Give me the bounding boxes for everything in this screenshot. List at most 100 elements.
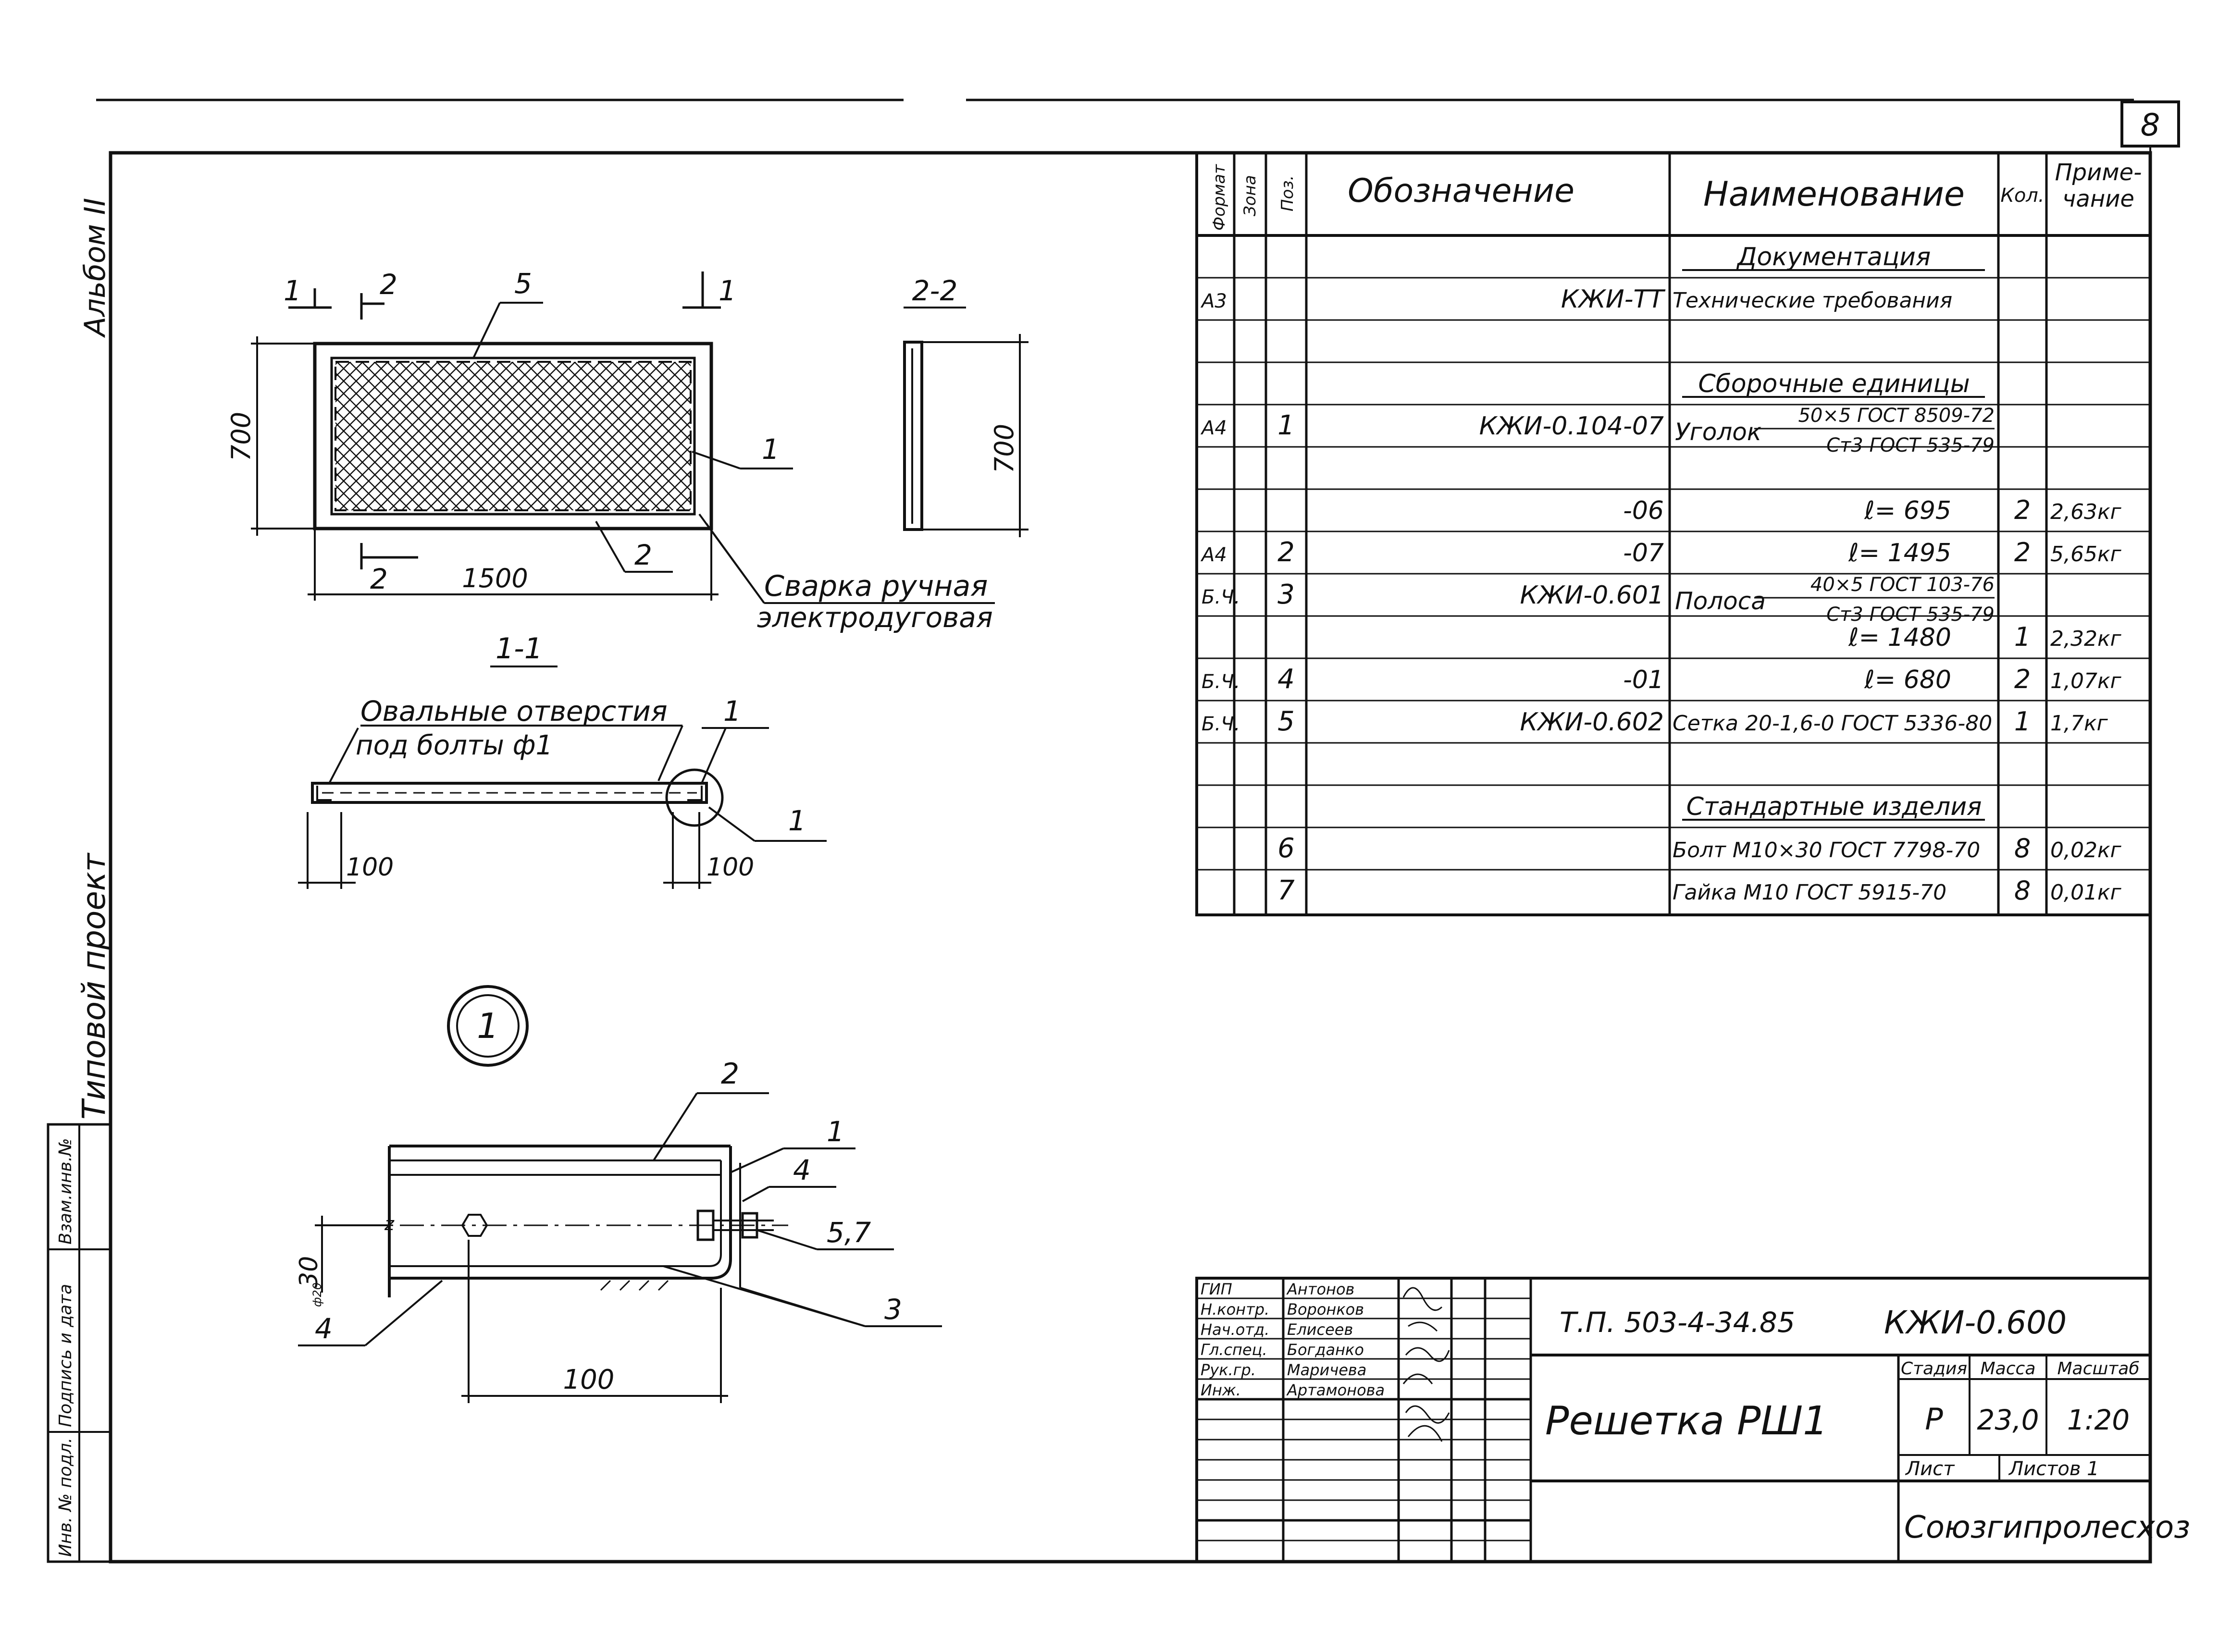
tb-role: Н.контр. — [1201, 1300, 1269, 1319]
tb-person: Богданко — [1287, 1341, 1364, 1359]
node-pos-57: 5,7 — [827, 1216, 871, 1249]
spec-row: Документация — [1682, 243, 1985, 271]
dim-width: 1500 — [462, 563, 528, 593]
spec-qty: 1 — [2014, 706, 2031, 737]
node-1-circle-outer — [447, 985, 529, 1067]
spec-name: Технические требования — [1673, 288, 1952, 313]
spec-designation: КЖИ-0.601 — [1520, 581, 1664, 610]
spec-note: 2,63кг — [2050, 500, 2122, 524]
section-1-1: 1-1 Овальные отверстия под болты ф1 1 1 … — [298, 632, 827, 889]
spec-pos: 2 — [1277, 537, 1295, 568]
spec-note: 0,01кг — [2050, 880, 2122, 905]
spec-name: ℓ= 695 — [1864, 496, 1951, 525]
node-pos-2: 2 — [721, 1057, 739, 1091]
section-1-left-label: 1 — [284, 274, 301, 307]
header-designation: Обозначение — [1348, 172, 1574, 210]
spec-designation: -06 — [1623, 496, 1664, 525]
tb-person: Елисеев — [1287, 1320, 1353, 1339]
header-note-2: чание — [2062, 185, 2134, 212]
node-leg-inner — [389, 1160, 722, 1267]
spec-name: Полоса — [1675, 587, 1766, 615]
spec-format: А4 — [1200, 544, 1227, 566]
spec-section-title: Стандартные изделия — [1686, 792, 1982, 821]
node-dim-30: 30 — [295, 1256, 323, 1288]
album-label: Альбом II — [78, 198, 112, 338]
nut — [741, 1212, 758, 1239]
section-11-end-right — [687, 786, 703, 801]
node-leg — [389, 1146, 732, 1280]
section-11-profile — [311, 782, 708, 804]
node-1-label: 1 — [477, 1006, 499, 1046]
weld-note-1: Сварка ручная — [764, 569, 988, 603]
section-11-pos: 1 — [723, 695, 741, 727]
tb-role: Гл.спец. — [1201, 1341, 1267, 1359]
tb-doc-code: КЖИ-0.600 — [1884, 1304, 2067, 1341]
tb-project-code: Т.П. 503-4-34.85 — [1560, 1306, 1795, 1339]
sign-date-label: Подпись и дата — [56, 1284, 75, 1427]
node-1-detail: 1 30 z ф20 100 2 — [295, 985, 942, 1403]
spec-note: 1,7кг — [2050, 711, 2108, 736]
spec-format: Б.Ч. — [1202, 671, 1240, 693]
section-11-dim-right: 100 — [706, 853, 754, 882]
section-11-note-1: Овальные отверстия — [360, 695, 668, 727]
tb-person: Антонов — [1286, 1280, 1354, 1298]
weld-hatch — [600, 1280, 669, 1291]
spec-pos: 6 — [1277, 833, 1295, 864]
node-hole — [461, 1214, 488, 1237]
spec-row: Стандартные изделия — [1682, 792, 1985, 821]
node-callout-circle — [665, 768, 724, 827]
tb-role: Нач.отд. — [1201, 1320, 1269, 1339]
frame-inner — [330, 357, 696, 516]
spec-row: -06 ℓ= 695 2 2,63кг — [1623, 495, 2121, 525]
leader-2 — [595, 521, 626, 572]
tb-person: Маричева — [1287, 1361, 1366, 1379]
pos-2-label: 2 — [634, 539, 652, 571]
spec-note: 2,32кг — [2050, 627, 2122, 651]
node-pos-1: 1 — [827, 1115, 844, 1148]
node-mark-z: z — [384, 1213, 395, 1234]
spec-section-title: Документация — [1736, 243, 1931, 271]
spec-note: 1,07кг — [2050, 669, 2122, 693]
spec-name: ℓ= 1495 — [1848, 539, 1951, 567]
spec-qty: 8 — [2014, 833, 2031, 863]
node-pos-4a: 4 — [793, 1154, 811, 1186]
tb-mass-label: Масса — [1981, 1359, 2036, 1379]
pos1-leader — [701, 727, 727, 784]
spec-qty: 2 — [2014, 495, 2031, 525]
section-11-title: 1-1 — [496, 632, 543, 666]
tb-scale: 1:20 — [2067, 1404, 2130, 1436]
header-note-1: Приме- — [2055, 159, 2142, 186]
spec-format: А4 — [1200, 417, 1227, 439]
weld-leader-2 — [698, 513, 765, 604]
tb-person: Воронков — [1287, 1300, 1364, 1319]
spec-qty: 2 — [2014, 537, 2031, 567]
spec-pos: 7 — [1277, 875, 1295, 906]
section-2-2: 2-2 700 — [903, 274, 1029, 537]
node-leader-57 — [756, 1229, 818, 1250]
spec-border — [1195, 151, 2152, 916]
spec-qty: 1 — [2014, 622, 2031, 652]
spec-pos: 3 — [1277, 579, 1295, 610]
spec-designation: КЖИ-0.602 — [1520, 708, 1664, 737]
spec-row-lines — [1197, 277, 2150, 871]
spec-format: Б.Ч. — [1202, 586, 1240, 608]
tb-scale-label: Масштаб — [2057, 1359, 2139, 1379]
tb-organization: Союзгипролесхоз — [1904, 1510, 2190, 1545]
mesh-area — [335, 361, 692, 511]
specification-table: Формат Зона Поз. Обозначение Наименовани… — [1195, 151, 2152, 916]
node-leader-4b — [364, 1280, 443, 1346]
inv-podl-label: Инв. № подл. — [56, 1438, 75, 1557]
spec-row: Сборочные единицы — [1682, 370, 1985, 398]
node-leader-1 — [730, 1147, 784, 1173]
tb-stage-label: Стадия — [1901, 1359, 1967, 1379]
spec-name: Гайка М10 ГОСТ 5915-70 — [1673, 880, 1946, 905]
spec-qty: 2 — [2014, 664, 2031, 694]
